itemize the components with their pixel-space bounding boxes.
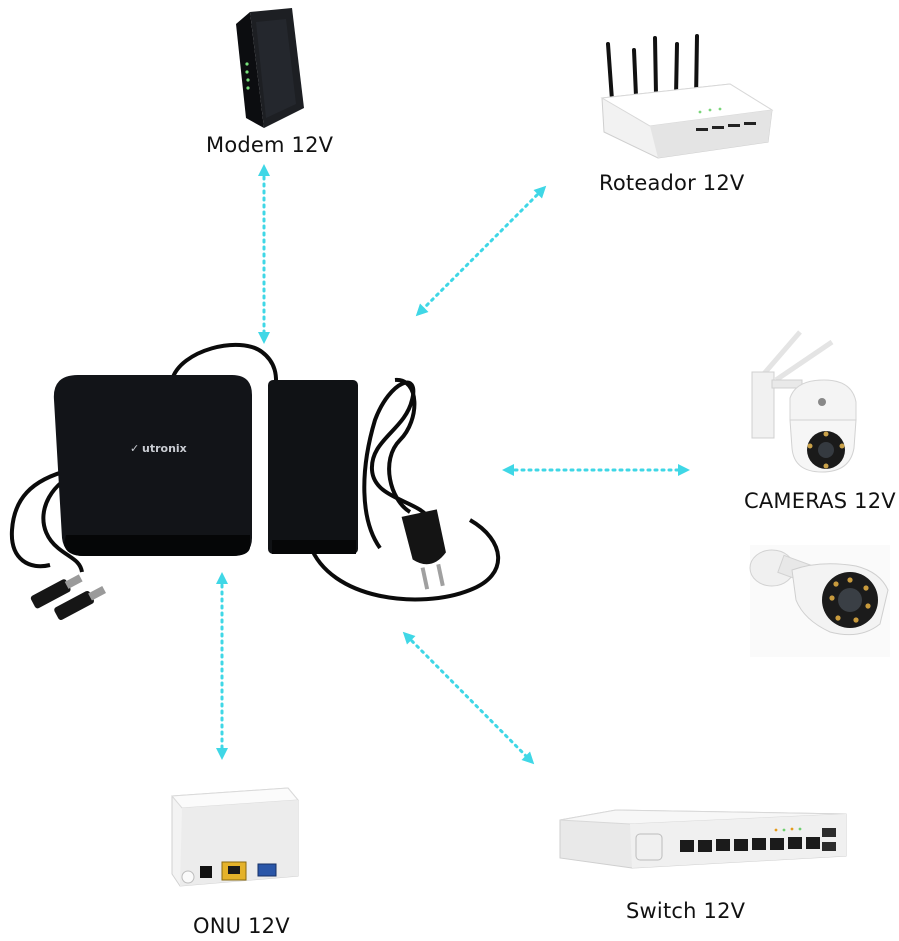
label-modem: Modem 12V	[206, 133, 334, 157]
switch-image	[559, 809, 847, 869]
label-onu: ONU 12V	[193, 914, 290, 938]
modem-image	[236, 8, 304, 128]
dome-camera-image	[751, 330, 857, 473]
connector-switch	[402, 631, 535, 765]
onu-image	[170, 787, 300, 887]
label-router: Roteador 12V	[599, 171, 745, 195]
router-image	[600, 34, 774, 159]
brand-logo-icon: ✓	[130, 442, 139, 455]
ups-device-image: ✓ utronix	[9, 342, 501, 620]
bullet-camera-image	[749, 545, 890, 657]
brand-label: utronix	[142, 442, 187, 455]
connector-router	[415, 185, 547, 317]
label-cameras: CAMERAS 12V	[744, 489, 896, 513]
label-switch: Switch 12V	[626, 899, 746, 923]
